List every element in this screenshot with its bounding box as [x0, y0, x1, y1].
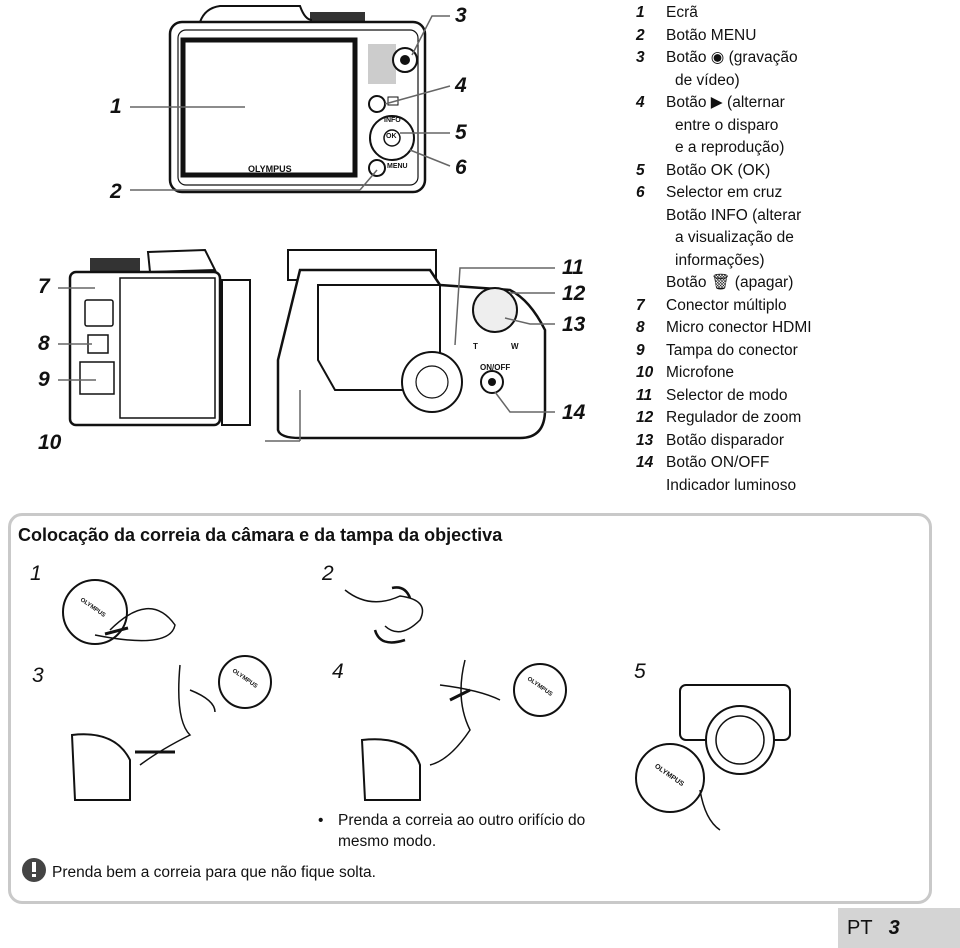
legend-item: 12 Regulador de zoom	[636, 407, 956, 430]
legend-text: informações)	[675, 251, 765, 269]
language-code: PT	[847, 916, 873, 939]
legend-text: Microfone	[666, 364, 735, 381]
camera-brand-label: OLYMPUS	[248, 164, 292, 174]
legend-text: Botão ◉ (gravação	[666, 49, 798, 66]
caution-note: Prenda bem a correia para que não fique …	[52, 864, 376, 881]
legend-item: 2 Botão MENU	[636, 25, 956, 48]
info-label: INFO	[384, 117, 401, 124]
callout-11: 11	[562, 256, 584, 279]
strap-section-title: Colocação da correia da câmara e da tamp…	[18, 525, 503, 545]
legend-number: 5	[636, 161, 645, 179]
legend-text: Micro conector HDMI	[666, 319, 812, 336]
callout-1: 1	[110, 95, 122, 118]
legend-item: 3 Botão ◉ (gravação	[636, 47, 956, 70]
legend-item-continuation: Indicador luminoso	[636, 475, 956, 498]
bullet-note: • Prenda a correia ao outro orifício do …	[318, 810, 618, 852]
page-number: 3	[888, 916, 900, 939]
legend-item: 1 Ecrã	[636, 2, 956, 25]
callout-10: 10	[38, 431, 62, 454]
legend-item: 8 Micro conector HDMI	[636, 317, 956, 340]
callout-12: 12	[562, 282, 586, 305]
callout-4: 4	[455, 74, 467, 97]
legend-number: 10	[636, 364, 654, 381]
legend-item-continuation: Botão INFO (alterar	[636, 205, 956, 228]
callout-8: 8	[38, 332, 50, 355]
strap-section-box	[8, 513, 932, 904]
legend-text: e a reprodução)	[675, 139, 785, 156]
legend-item: 11 Selector de modo	[636, 385, 956, 408]
legend-text: Ecrã	[666, 4, 698, 21]
legend-text: Botão OK (OK)	[666, 161, 771, 179]
zoom-t-label: T	[473, 342, 478, 351]
step-4-number: 4	[332, 660, 344, 683]
bullet-icon: •	[318, 812, 324, 829]
legend-text: a visualização de	[675, 229, 794, 246]
legend-text: Regulador de zoom	[666, 409, 802, 426]
legend-number: 14	[636, 454, 654, 471]
legend-item-continuation: Botão 🗑 (apagar)	[636, 272, 956, 295]
step-5-number: 5	[634, 660, 646, 683]
callout-7: 7	[38, 275, 50, 298]
legend-item: 13 Botão disparador	[636, 430, 956, 453]
legend-text: Indicador luminoso	[666, 476, 797, 494]
callout-14: 14	[562, 401, 586, 424]
legend-text: Botão ▶ (alternar	[666, 94, 785, 111]
callout-9: 9	[38, 368, 50, 391]
legend-text: Botão ON/OFF	[666, 454, 770, 471]
legend-text: Tampa do conector	[666, 341, 798, 359]
parts-legend: 1 Ecrã 2 Botão MENU 3 Botão ◉ (gravação de víd…	[636, 2, 956, 497]
callout-13: 13	[562, 313, 586, 336]
legend-number: 13	[636, 431, 654, 449]
legend-number: 4	[636, 94, 645, 111]
legend-item: 14 Botão ON/OFF	[636, 452, 956, 475]
legend-item-continuation: e a reprodução)	[636, 137, 956, 160]
legend-text: Selector de modo	[666, 386, 788, 404]
callout-6: 6	[455, 156, 467, 179]
legend-item-continuation: entre o disparo	[636, 115, 956, 138]
legend-text: de vídeo)	[675, 71, 740, 89]
legend-number: 6	[636, 184, 645, 201]
legend-item: 5 Botão OK (OK)	[636, 160, 956, 183]
camera-back-illustration	[58, 5, 555, 442]
callout-5: 5	[455, 121, 467, 144]
legend-item: 4 Botão ▶ (alternar	[636, 92, 956, 115]
legend-text: Selector em cruz	[666, 184, 783, 201]
page-footer: PT 3	[838, 908, 960, 948]
legend-item-continuation: informações)	[636, 250, 956, 273]
legend-number: 9	[636, 341, 645, 359]
step-2-number: 2	[322, 562, 334, 585]
legend-text: entre o disparo	[675, 116, 779, 134]
step-3-number: 3	[32, 664, 44, 687]
menu-label: MENU	[387, 163, 408, 170]
on-off-label: ON/OFF	[480, 363, 511, 372]
step-1-number: 1	[30, 562, 42, 585]
legend-item: 10 Microfone	[636, 362, 956, 385]
zoom-w-label: W	[511, 342, 519, 351]
legend-text: Botão INFO (alterar	[666, 206, 802, 224]
legend-number: 2	[636, 26, 645, 44]
callout-3: 3	[455, 4, 467, 27]
legend-text: Conector múltiplo	[666, 296, 787, 314]
legend-number: 12	[636, 409, 654, 426]
legend-number: 8	[636, 319, 645, 336]
legend-number: 3	[636, 49, 645, 66]
legend-item: 6 Selector em cruz	[636, 182, 956, 205]
legend-item: 7 Conector múltiplo	[636, 295, 956, 318]
legend-number: 1	[636, 4, 645, 21]
legend-text: Botão disparador	[666, 431, 785, 449]
ok-label: OK	[386, 133, 397, 140]
legend-item: 9 Tampa do conector	[636, 340, 956, 363]
legend-item-continuation: de vídeo)	[636, 70, 956, 93]
legend-number: 7	[636, 296, 645, 314]
legend-text: Botão 🗑 (apagar)	[666, 274, 794, 291]
legend-text: Botão MENU	[666, 26, 757, 44]
legend-item-continuation: a visualização de	[636, 227, 956, 250]
bullet-note-text: Prenda a correia ao outro orifício do me…	[338, 812, 586, 850]
legend-number: 11	[636, 386, 653, 404]
callout-2: 2	[110, 180, 122, 203]
